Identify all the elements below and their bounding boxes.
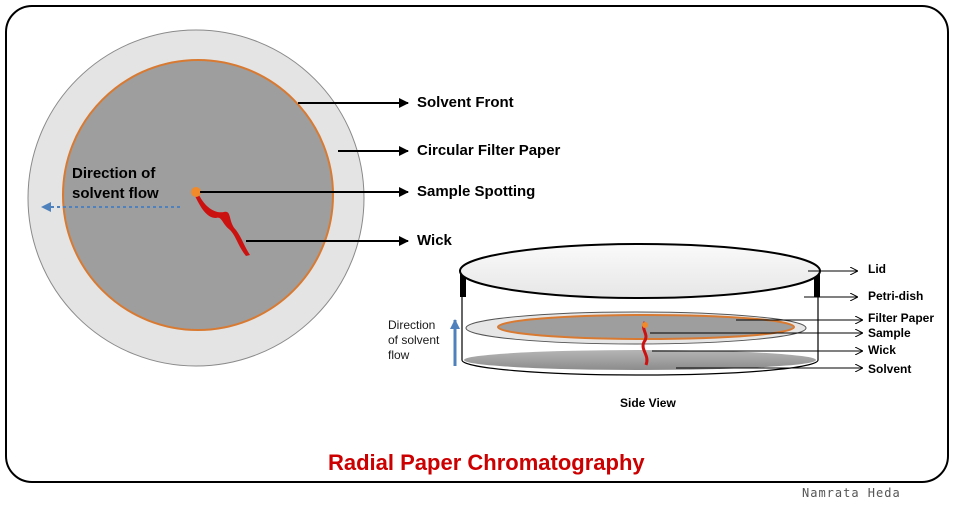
direction-label-line1: Direction of <box>72 165 156 182</box>
filter-paper-label: Filter Paper <box>868 311 935 325</box>
side-direction-line1: Direction <box>388 318 436 332</box>
side-direction-line2: of solvent <box>388 333 440 347</box>
lid-label: Lid <box>868 262 886 276</box>
diagram-title: Radial Paper Chromatography <box>328 450 645 475</box>
side-direction-label: Direction of solvent flow <box>388 318 439 363</box>
wick-label: Wick <box>417 232 452 249</box>
petri-dish-label: Petri-dish <box>868 289 924 303</box>
lid-right-rim <box>814 271 820 297</box>
side-direction-line3: flow <box>388 348 410 362</box>
sample-spot <box>191 187 201 197</box>
side-view-caption: Side View <box>620 396 676 410</box>
solvent-front-label: Solvent Front <box>417 94 514 111</box>
author-credit: Namrata Heda <box>802 486 901 500</box>
petri-dish-lid <box>459 243 821 299</box>
wick-side-label: Wick <box>868 343 896 357</box>
side-wick <box>641 321 649 366</box>
direction-label: Direction of solvent flow <box>72 164 159 204</box>
solvent-label: Solvent <box>868 362 912 376</box>
dish-bottom <box>461 359 819 376</box>
sample-label: Sample <box>868 326 911 340</box>
wick-shape <box>195 193 250 256</box>
side-sample-spot <box>642 322 648 328</box>
sample-spotting-label: Sample Spotting <box>417 183 536 200</box>
direction-label-line2: solvent flow <box>72 185 159 202</box>
circular-filter-paper-label: Circular Filter Paper <box>417 142 561 159</box>
lid-left-rim <box>460 271 466 297</box>
solvent-layer <box>464 350 816 370</box>
